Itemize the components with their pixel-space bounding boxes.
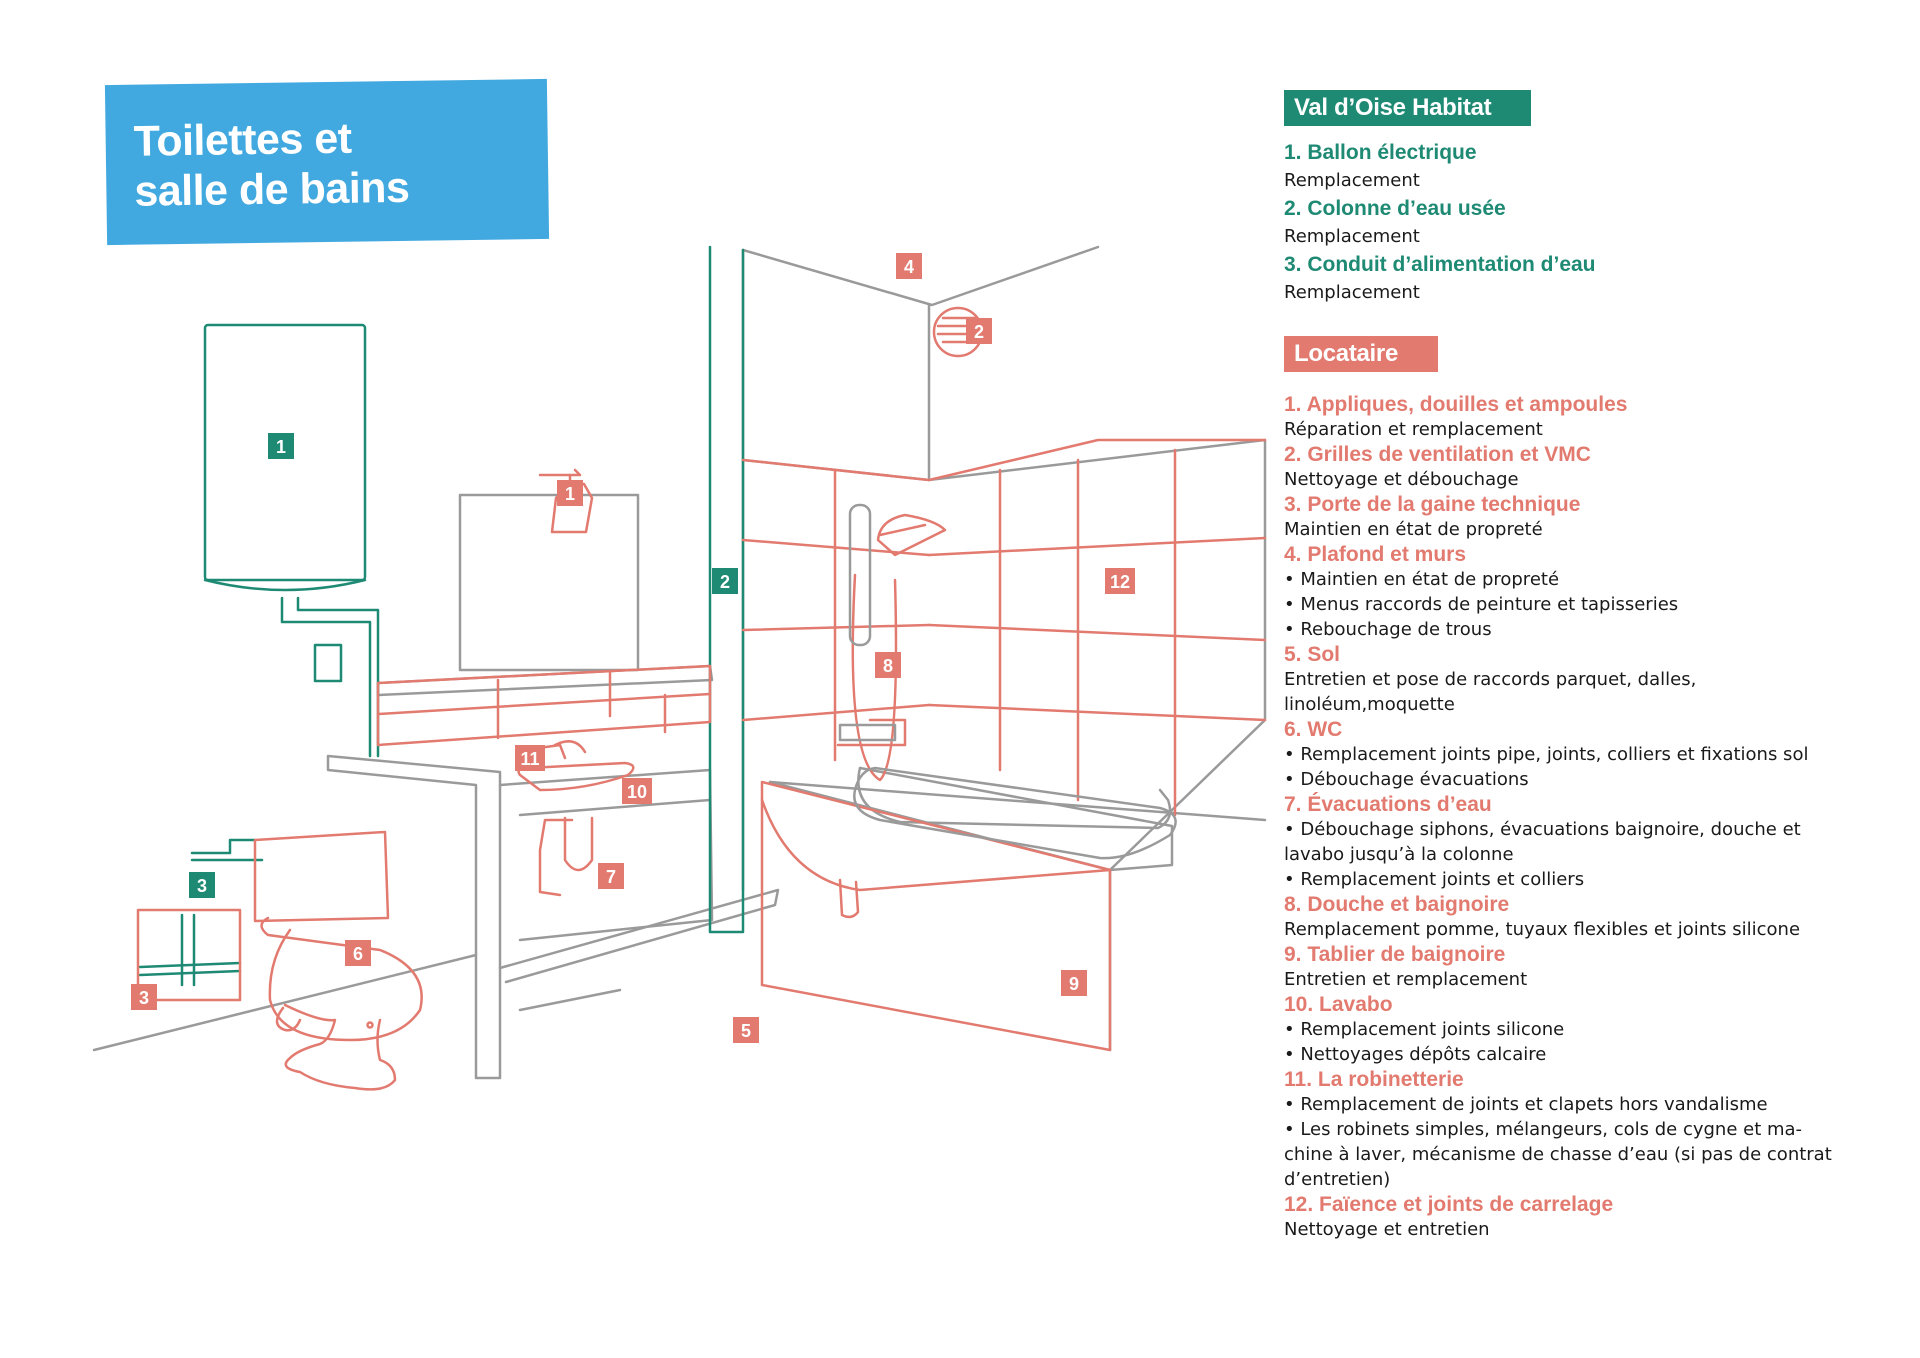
diagram-tags: 1 2 3 1 2 3 4 5 <box>131 253 1135 1043</box>
legend-entry-line: Nettoyage et débouchage <box>1284 469 1519 490</box>
legend-entry-line: Réparation et remplacement <box>1284 419 1543 440</box>
tag-locataire-3-text: 3 <box>139 988 149 1008</box>
tag-locataire-10: 10 <box>622 778 652 804</box>
legend-entry: 11. La robinetterie • Remplacement de joi… <box>1284 1067 1884 1192</box>
legend-entry: 7. Évacuations d’eau • Débouchage siphons… <box>1284 792 1884 892</box>
tag-locataire-9-text: 9 <box>1069 974 1079 994</box>
tag-val-oise-1: 1 <box>268 433 294 459</box>
legend-entry-line: • Menus raccords de peinture et tapisser… <box>1284 594 1679 615</box>
legend-entry-line: Entretien et remplacement <box>1284 969 1528 990</box>
legend-entry-title: 6. WC <box>1284 718 1343 741</box>
tag-locataire-2: 2 <box>966 318 992 344</box>
legend-entry-line: Entretien et pose de raccords parquet, d… <box>1284 669 1697 690</box>
tag-locataire-3: 3 <box>131 984 157 1010</box>
legend-entry-line: Remplacement pomme, tuyaux flexibles et … <box>1284 919 1801 940</box>
legend-entry: 4. Plafond et murs • Maintien en état de … <box>1284 542 1884 642</box>
tag-val-oise-3: 3 <box>189 872 215 898</box>
tag-locataire-8-text: 8 <box>883 656 893 676</box>
legend-entry-line: linoléum,moquette <box>1284 694 1455 715</box>
legend-entry-line: • Débouchage évacuations <box>1284 769 1529 790</box>
tag-locataire-10-text: 10 <box>627 782 647 802</box>
legend-entry-line: lavabo jusqu’à la colonne <box>1284 844 1514 865</box>
tag-locataire-7-text: 7 <box>606 867 616 887</box>
legend-entry: 10. Lavabo • Remplacement joints silicone… <box>1284 992 1884 1067</box>
legend-entry-line: Remplacement <box>1284 226 1420 247</box>
legend-entry-line: • Les robinets simples, mélangeurs, cols… <box>1284 1119 1803 1140</box>
tag-locataire-5-text: 5 <box>741 1021 751 1041</box>
bathtub-rim <box>853 766 1177 860</box>
tag-val-oise-2-text: 2 <box>720 572 730 592</box>
tag-locataire-1: 1 <box>557 480 583 506</box>
tag-locataire-6-text: 6 <box>353 944 363 964</box>
legend-entry-title: 7. Évacuations d’eau <box>1284 793 1492 816</box>
legend-entry-title: 12. Faïence et joints de carrelage <box>1284 1193 1614 1216</box>
legend-entry-title: 2. Colonne d’eau usée <box>1284 197 1506 220</box>
tag-locataire-12: 12 <box>1105 568 1135 594</box>
legend-entry: 6. WC • Remplacement joints pipe, joints,… <box>1284 717 1884 792</box>
legend-entry-line: • Remplacement de joints et clapets hors… <box>1284 1094 1768 1115</box>
legend-entry-line: • Maintien en état de propreté <box>1284 569 1560 590</box>
locataire-elements <box>136 306 1267 1091</box>
legend-entry-line: Remplacement <box>1284 170 1420 191</box>
tag-locataire-4-text: 4 <box>904 257 914 277</box>
legend-entry-line: • Rebouchage de trous <box>1284 619 1492 640</box>
tag-locataire-9: 9 <box>1061 970 1087 996</box>
legend-entry-line: • Remplacement joints pipe, joints, coll… <box>1284 744 1809 765</box>
tag-locataire-5: 5 <box>733 1017 759 1043</box>
legend-entry-title: 3. Porte de la gaine technique <box>1284 493 1581 516</box>
legend-entry: 2. Grilles de ventilation et VMC Nettoyag… <box>1284 442 1884 492</box>
tag-val-oise-2: 2 <box>712 568 738 594</box>
legend-entry-title: 9. Tablier de baignoire <box>1284 943 1506 966</box>
tag-locataire-11: 11 <box>515 745 545 771</box>
legend-entry-title: 4. Plafond et murs <box>1284 543 1467 566</box>
tag-locataire-7: 7 <box>598 863 624 889</box>
legend-entry-title: 2. Grilles de ventilation et VMC <box>1284 443 1591 466</box>
val-oise-header: Val d’Oise Habitat <box>1284 90 1532 126</box>
tag-locataire-12-text: 12 <box>1110 572 1130 592</box>
legend-entry-line: Nettoyage et entretien <box>1284 1219 1490 1240</box>
legend-entry-line: • Remplacement joints silicone <box>1284 1019 1565 1040</box>
legend-entry-line: Remplacement <box>1284 282 1420 303</box>
tag-locataire-8: 8 <box>875 652 901 678</box>
legend-entry-title: 5. Sol <box>1284 643 1341 666</box>
legend-entry-title: 3. Conduit d’alimentation d’eau <box>1284 253 1596 276</box>
room-structure <box>92 245 1267 1080</box>
tag-val-oise-3-text: 3 <box>197 876 207 896</box>
legend-entry-line: Maintien en état de propreté <box>1284 519 1543 540</box>
tag-locataire-6: 6 <box>345 940 371 966</box>
legend-entry-title: 1. Appliques, douilles et ampoules <box>1284 393 1628 416</box>
legend-entry-title: 11. La robinetterie <box>1284 1068 1464 1091</box>
locataire-section: Locataire 1. Appliques, douilles et ampo… <box>1284 336 1884 1242</box>
legend-entry-title: 8. Douche et baignoire <box>1284 893 1510 916</box>
legend-entry-line: chine à laver, mécanisme de chasse d’eau… <box>1284 1144 1832 1165</box>
legend-entry-line: • Remplacement joints et colliers <box>1284 869 1585 890</box>
tag-locataire-2-text: 2 <box>974 322 984 342</box>
val-oise-elements <box>138 245 745 987</box>
legend-entry-title: 1. Ballon électrique <box>1284 141 1477 164</box>
tag-val-oise-1-text: 1 <box>276 437 286 457</box>
legend-entry-line: • Nettoyages dépôts calcaire <box>1284 1044 1547 1065</box>
tag-locataire-4: 4 <box>896 253 922 279</box>
legend-entry-line: • Débouchage siphons, évacuations baigno… <box>1284 819 1801 840</box>
locataire-header: Locataire <box>1284 336 1439 372</box>
tag-locataire-1-text: 1 <box>565 484 575 504</box>
legend-entry-title: 10. Lavabo <box>1284 993 1393 1016</box>
tag-locataire-11-text: 11 <box>520 749 539 769</box>
legend-entry-line: d’entretien) <box>1284 1169 1391 1190</box>
